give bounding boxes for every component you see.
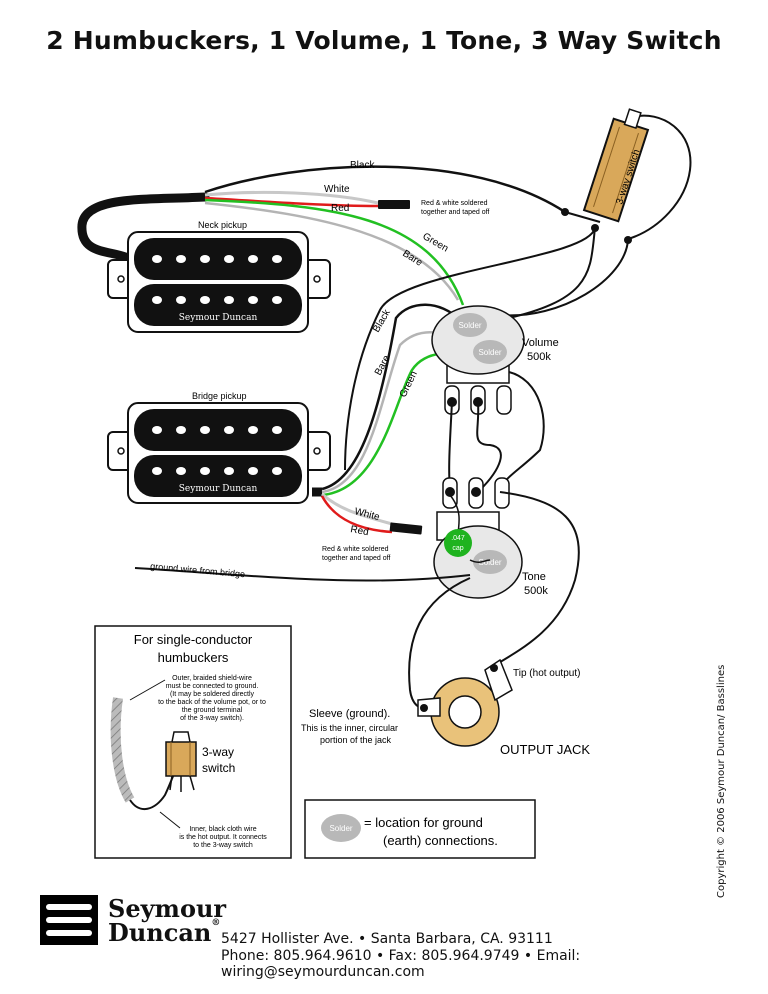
neck-brand: Seymour Duncan xyxy=(179,313,258,323)
inset-note-outer-4: to the back of the volume pot, or to xyxy=(158,699,266,706)
white-bottom-label: White xyxy=(353,506,381,523)
neck-pickup-label: Neck pickup xyxy=(198,220,247,230)
bridge-black-wire xyxy=(321,303,461,491)
inset-note-outer-6: of the 3-way switch). xyxy=(180,715,244,722)
bridge-white-wire xyxy=(321,492,393,526)
neck-red-white-note-1: Red & white soldered xyxy=(421,200,488,207)
output-jack xyxy=(417,658,513,747)
legend-solder: Solder xyxy=(329,824,352,833)
switch-to-volume-wire xyxy=(499,227,596,321)
three-way-switch: 3-way switch xyxy=(561,108,692,244)
logo-duncan-text: Duncan xyxy=(108,918,212,947)
inset-heading-2: humbuckers xyxy=(158,650,229,665)
bridge-brand: Seymour Duncan xyxy=(179,484,258,494)
tone-value: 500k xyxy=(524,585,548,597)
legend-text-1: = location for ground xyxy=(364,815,483,830)
inset-note-inner-2: is the hot output. It connects xyxy=(179,834,267,841)
volume-solder-2: Solder xyxy=(478,348,501,357)
inset-note-inner-1: Inner, black cloth wire xyxy=(189,826,256,833)
inset-note-outer-1: Outer, braided shield-wire xyxy=(172,675,252,682)
neck-red-white-note-2: together and taped off xyxy=(421,209,489,216)
braided-wire xyxy=(110,697,135,803)
output-jack-label: OUTPUT JACK xyxy=(500,742,590,757)
legend-text-2: (earth) connections. xyxy=(383,833,498,848)
green-mid-label: Green xyxy=(398,370,420,400)
switch-ground-wire xyxy=(499,239,629,317)
cap-value: .047 xyxy=(451,535,465,542)
footer-contact: Phone: 805.964.9610 • Fax: 805.964.9749 … xyxy=(221,948,581,980)
solder-legend: Solder = location for ground (earth) con… xyxy=(304,799,536,859)
sleeve-label-3: portion of the jack xyxy=(320,735,392,745)
bridge-red-white-note-1: Red & white soldered xyxy=(322,546,389,553)
inset-note-outer-5: the ground terminal xyxy=(182,707,243,714)
bridge-red-white-note-2: together and taped off xyxy=(322,555,390,562)
black-wire-label: Black xyxy=(350,160,375,171)
volume-label: Volume xyxy=(522,337,559,349)
inset-note-outer-3: (It may be soldered directly xyxy=(170,691,255,698)
inset-note-outer-2: must be connected to ground. xyxy=(166,683,259,690)
seymour-duncan-logo-icon xyxy=(40,895,98,945)
single-conductor-inset: For single-conductor humbuckers Outer, b… xyxy=(94,625,292,859)
sleeve-label-2: This is the inner, circular xyxy=(301,723,398,733)
bridge-tape xyxy=(389,522,423,535)
tone-label: Tone xyxy=(522,571,546,583)
inset-heading-1: For single-conductor xyxy=(134,632,253,647)
neck-pickup: Seymour Duncan xyxy=(107,231,331,333)
white-wire-label: White xyxy=(324,184,350,195)
neck-green-wire xyxy=(204,198,465,306)
logo-registered: ® xyxy=(211,918,221,928)
volume-to-tone-wire xyxy=(448,401,453,489)
volume-out-wire xyxy=(476,401,502,491)
switch-ground-wire-2 xyxy=(344,227,596,471)
tone-solder: Solder xyxy=(478,558,501,567)
bridge-red-wire xyxy=(320,495,393,534)
inset-switch-label-2: switch xyxy=(202,761,235,775)
bare-wire-label: Bare xyxy=(400,248,424,269)
volume-solder-1: Solder xyxy=(458,321,481,330)
logo-seymour: Seymour xyxy=(108,894,227,923)
neck-black-wire xyxy=(204,165,566,214)
tone-capacitor: .047 cap xyxy=(444,494,491,563)
ground-wire-label: ground wire from bridge xyxy=(150,561,246,579)
neck-red-wire xyxy=(204,196,379,208)
sleeve-label-1: Sleeve (ground). xyxy=(309,708,390,720)
copyright: Copyright © 2006 Seymour Duncan/ Basslin… xyxy=(716,664,727,898)
neck-pickup-cable xyxy=(77,192,210,263)
bridge-pickup: Seymour Duncan xyxy=(107,402,331,504)
neck-white-wire xyxy=(204,190,379,205)
red-wire-label: Red xyxy=(331,203,349,214)
neck-tape xyxy=(378,200,410,209)
volume-value: 500k xyxy=(527,351,551,363)
ground-wire-from-bridge xyxy=(134,567,471,582)
bridge-pickup-label: Bridge pickup xyxy=(192,391,247,401)
inset-switch-label-1: 3-way xyxy=(202,745,234,759)
logo-duncan: Duncan® xyxy=(108,918,220,947)
diagram-title: 2 Humbuckers, 1 Volume, 1 Tone, 3 Way Sw… xyxy=(46,26,722,55)
cap-unit: cap xyxy=(452,545,463,552)
red-bottom-label: Red xyxy=(349,524,369,538)
footer-address: 5427 Hollister Ave. • Santa Barbara, CA.… xyxy=(221,931,553,947)
inset-note-inner-3: to the 3-way switch xyxy=(193,842,253,849)
volume-pot: Solder Solder xyxy=(431,305,525,415)
jack-tip-wire xyxy=(489,491,580,669)
tip-label: Tip (hot output) xyxy=(513,668,580,679)
neck-bare-wire xyxy=(204,201,460,301)
